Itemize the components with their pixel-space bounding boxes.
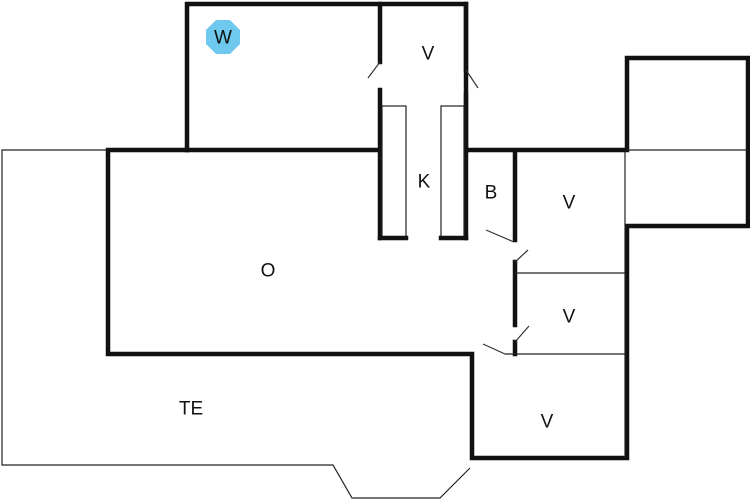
room-label-washing: W [214,28,232,49]
washing-badge-icon [206,20,240,54]
room-label-terrace: TE [179,399,203,420]
door-top-left [367,61,381,79]
wall-top-left-block [184,1,469,153]
kitchen-counter-left [381,105,407,239]
room-label-bedroom-right-2: V [563,307,576,328]
room-label-living: O [261,261,276,282]
kitchen-counter-right [440,105,465,239]
door-bathroom [485,229,515,243]
room-label-bedroom-bottom: V [541,412,554,433]
room-label-bedroom-right-1: V [563,193,576,214]
room-label-bathroom: B [485,183,498,204]
terrace-outline [1,149,471,499]
door-bedroom-1 [514,249,529,263]
room-label-bedroom-top: V [422,44,435,65]
door-top-right [465,69,479,89]
door-bedroom-2 [514,325,530,343]
room-label-kitchen: K [418,172,431,193]
wall-living-outline [105,55,750,461]
door-bedroom-3 [482,343,506,355]
